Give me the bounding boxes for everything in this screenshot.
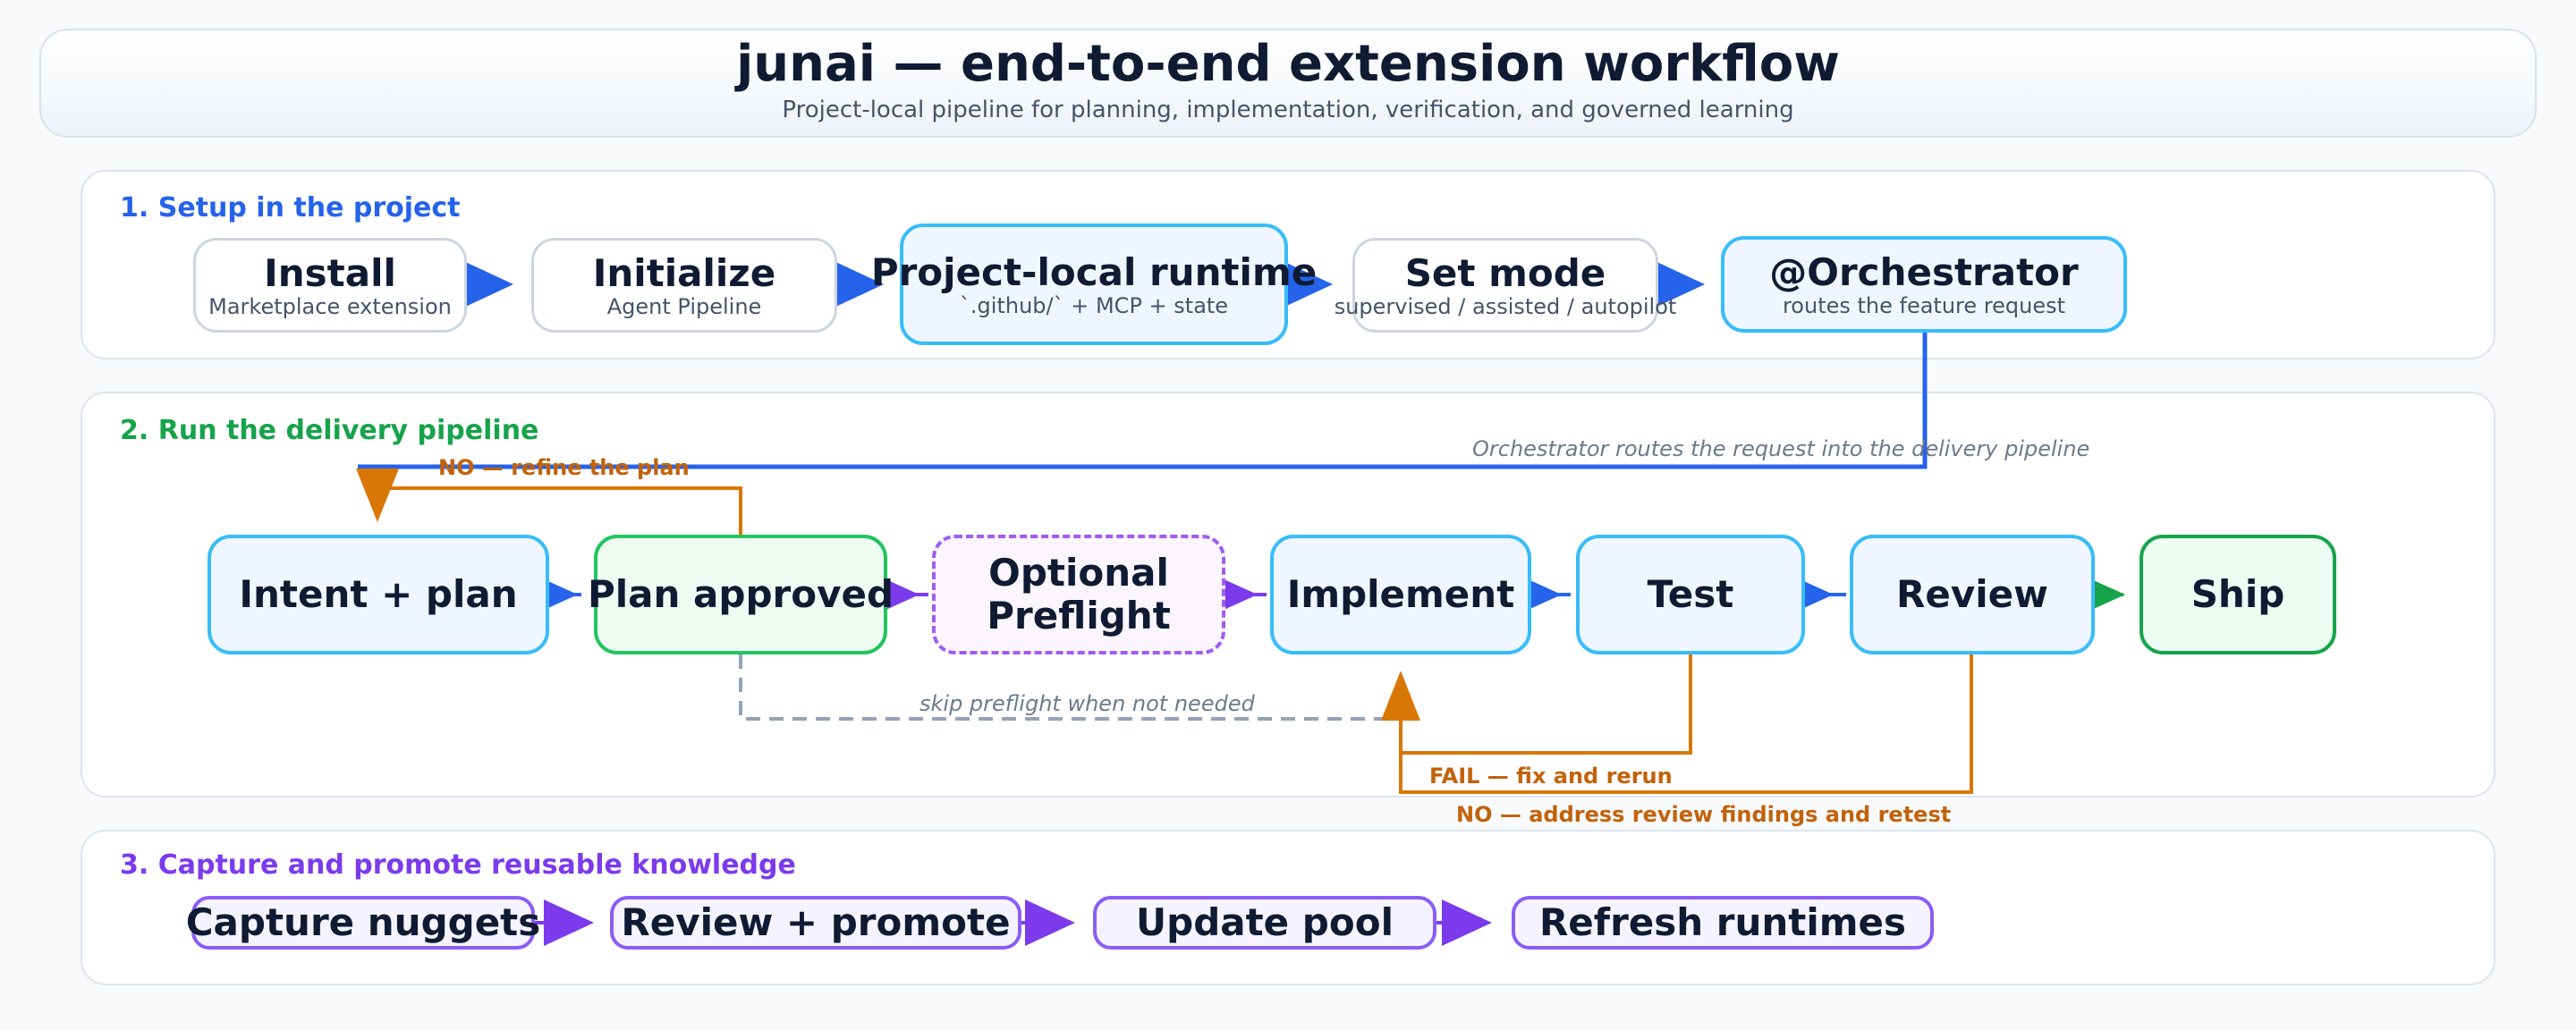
header-panel: [39, 29, 2537, 138]
node-orchestrator-title: @Orchestrator: [1769, 250, 2079, 294]
knowledge-arrows: [533, 899, 1492, 946]
route-label: Orchestrator routes the request into the…: [1472, 436, 2090, 461]
node-refresh-title: Refresh runtimes: [1538, 900, 1907, 944]
arrow-mode-orchestrator: [1651, 259, 1705, 309]
node-initialize-title: Initialize: [592, 251, 776, 295]
arrow-initialize-runtime: [830, 259, 884, 309]
arrow-runtime-mode: [1279, 259, 1333, 309]
node-set-mode-subtitle: supervised / assisted / autopilot: [1334, 294, 1677, 319]
node-implement[interactable]: Implement: [1270, 535, 1531, 654]
page-title: junai — end-to-end extension workflow: [736, 35, 1840, 93]
node-ship[interactable]: Ship: [2140, 535, 2336, 654]
fail-label: FAIL — fix and rerun: [1429, 764, 1673, 789]
arrow-review-pool: [1025, 899, 1075, 946]
node-test[interactable]: Test: [1576, 535, 1805, 654]
node-ship-title: Ship: [2190, 572, 2285, 616]
route-connector: [358, 331, 1928, 469]
fail-arrow: [1381, 671, 1420, 721]
node-preflight-line1: Optional: [988, 551, 1169, 595]
node-capture-title: Capture nuggets: [185, 900, 541, 944]
node-plan-approved[interactable]: Plan approved: [588, 535, 894, 654]
arrow-pool-refresh: [1442, 899, 1492, 946]
node-project-local-runtime[interactable]: Project-local runtime `.github/` + MCP +…: [871, 224, 1317, 345]
node-set-mode[interactable]: Set mode supervised / assisted / autopil…: [1335, 238, 1676, 333]
arrow-capture-review: [544, 899, 594, 946]
node-optional-preflight[interactable]: Optional Preflight: [932, 535, 1225, 654]
node-update-pool[interactable]: Update pool: [1093, 896, 1436, 950]
node-review-title: Review: [1896, 572, 2048, 616]
node-runtime-title: Project-local runtime: [870, 250, 1318, 294]
node-test-title: Test: [1647, 572, 1734, 616]
node-intent-plan[interactable]: Intent + plan: [208, 535, 549, 654]
refine-arrow: [356, 469, 399, 522]
node-install-subtitle: Marketplace extension: [208, 294, 452, 319]
review-no-label: NO — address review findings and retest: [1456, 802, 1952, 827]
review-no-connector: [1399, 654, 1973, 794]
node-install-title: Install: [264, 251, 396, 295]
node-orchestrator[interactable]: @Orchestrator routes the feature request: [1721, 236, 2127, 333]
refine-connector: [376, 486, 742, 536]
page-subtitle: Project-local pipeline for planning, imp…: [782, 97, 1794, 123]
node-initialize[interactable]: Initialize Agent Pipeline: [531, 238, 837, 333]
node-install[interactable]: Install Marketplace extension: [193, 238, 467, 333]
fail-connector: [1399, 654, 1692, 755]
node-initialize-subtitle: Agent Pipeline: [606, 294, 762, 319]
setup-arrows: [460, 259, 1705, 309]
node-update-pool-title: Update pool: [1136, 900, 1394, 944]
arrow-install-initialize: [460, 259, 513, 309]
node-review-promote-title: Review + promote: [621, 900, 1011, 944]
node-review-promote[interactable]: Review + promote: [610, 896, 1021, 950]
section-delivery-title: 2. Run the delivery pipeline: [120, 415, 539, 446]
node-runtime-subtitle: `.github/` + MCP + state: [959, 293, 1229, 318]
section-knowledge-title: 3. Capture and promote reusable knowledg…: [120, 849, 796, 881]
node-set-mode-title: Set mode: [1404, 251, 1606, 295]
refine-label: NO — refine the plan: [438, 455, 690, 480]
node-capture-nuggets[interactable]: Capture nuggets: [186, 896, 540, 950]
node-review[interactable]: Review: [1850, 535, 2095, 654]
node-intent-plan-title: Intent + plan: [239, 572, 518, 616]
skip-label: skip preflight when not needed: [919, 691, 1255, 716]
node-implement-title: Implement: [1286, 572, 1515, 616]
node-plan-approved-title: Plan approved: [588, 572, 894, 616]
node-refresh-runtimes[interactable]: Refresh runtimes: [1512, 896, 1934, 950]
node-preflight-line2: Preflight: [987, 594, 1171, 637]
section-setup-title: 1. Setup in the project: [120, 192, 461, 224]
node-orchestrator-subtitle: routes the feature request: [1782, 293, 2066, 318]
